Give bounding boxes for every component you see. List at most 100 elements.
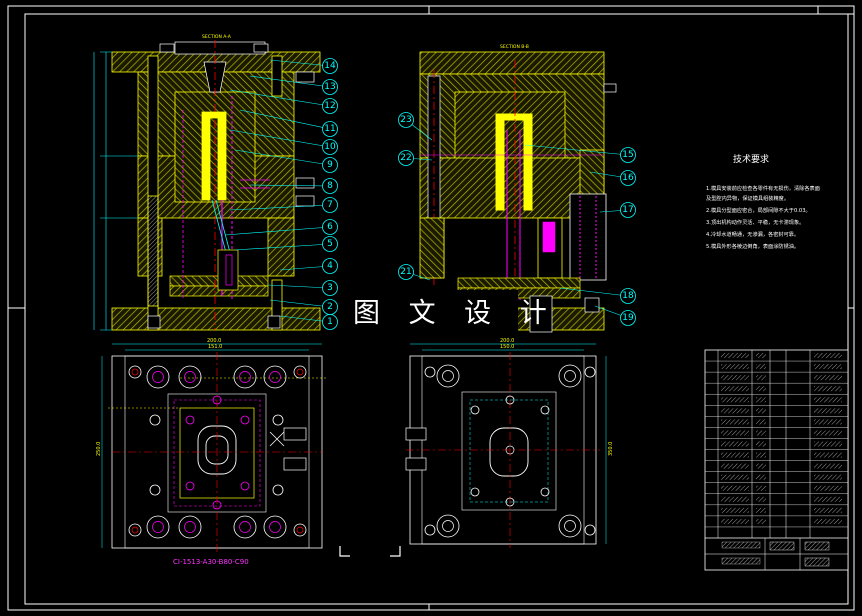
hole-inner (131, 368, 139, 376)
tech-line-3: 2.模具分型面应密合，局部间隙不大于0.03。 (706, 206, 811, 214)
title-block-cell (721, 419, 749, 425)
leader-line (279, 315, 331, 323)
hole (293, 523, 307, 537)
title-block-cell (814, 463, 842, 469)
hole-inner (152, 521, 164, 533)
title-block-cell (721, 364, 749, 370)
balloon-circle (322, 197, 338, 213)
tech-line-4: 3.顶出机构动作灵活、平稳，无卡滞现象。 (706, 218, 804, 226)
title-block-cell (814, 353, 842, 359)
leader-line (269, 59, 331, 67)
title-block-cell (721, 518, 749, 524)
title-block-cell (814, 375, 842, 381)
balloon-1: 1 (327, 317, 333, 327)
hole (185, 415, 195, 425)
balloon-5: 5 (327, 239, 333, 249)
balloon-circle (322, 157, 338, 173)
title-block-cell (721, 463, 749, 469)
watermark: 图 文 设 计 (353, 298, 557, 329)
title-block-cell (814, 419, 842, 425)
balloon-6: 6 (327, 222, 333, 232)
part-number: CI-1513-A30-B80-C90 (173, 558, 249, 566)
balloon-circle (322, 236, 338, 252)
leader-line (229, 204, 331, 211)
balloon-7: 7 (327, 200, 333, 210)
dim-plan-right-side: 350.0 (608, 442, 614, 456)
balloon-11: 11 (324, 124, 335, 134)
title-block-cell (721, 485, 749, 491)
balloon-13: 13 (324, 82, 335, 92)
leader-line (249, 184, 331, 187)
balloon-18: 18 (622, 291, 634, 301)
hole (558, 514, 582, 538)
leader-line (279, 265, 331, 271)
balloon-circle (620, 202, 636, 218)
title-block-cell (814, 364, 842, 370)
title-block-cell (756, 408, 766, 414)
hole (424, 366, 436, 378)
balloon-23: 23 (400, 115, 411, 125)
hole (470, 405, 480, 415)
title-block-cell (756, 452, 766, 458)
hole-inner (131, 526, 139, 534)
sheet-border (7, 5, 855, 611)
leader-line (559, 287, 629, 297)
title-block-cell (814, 441, 842, 447)
title-block-cell (721, 353, 749, 359)
hole (293, 365, 307, 379)
hole (584, 366, 596, 378)
title-block-cell (814, 507, 842, 513)
plan-right-holes (424, 364, 596, 538)
balloon-2: 2 (327, 302, 333, 312)
title-block-cell (756, 507, 766, 513)
hole (212, 500, 222, 510)
title-block-cell (721, 397, 749, 403)
tech-line-5: 4.冷却水道畅通，无渗漏，各密封可靠。 (706, 230, 799, 238)
title-block-cell (756, 496, 766, 502)
balloon-circle (322, 58, 338, 74)
balloon-circle (620, 288, 636, 304)
section-view-a: SECTION A-A (93, 34, 321, 331)
leader-line (249, 75, 331, 88)
plan-view-left: CI-1513-A30-B80-C90 200.0 151.0 250.0 (96, 338, 326, 566)
balloon-circle (322, 280, 338, 296)
balloon-22: 22 (400, 153, 411, 163)
hole (540, 487, 550, 497)
title-block-cell (814, 474, 842, 480)
hole-inner (239, 371, 251, 383)
hole (149, 484, 161, 496)
hole (436, 514, 460, 538)
balloon-circle (322, 79, 338, 95)
tech-requirements: 技术要求 1.模具安装前应检查各零件有无损伤，清除各表面 及型腔内异物，保证模具… (706, 153, 820, 250)
title-block-cell (721, 375, 749, 381)
hole (240, 481, 250, 491)
leader-line (234, 243, 331, 251)
hole (185, 481, 195, 491)
hole-inner (184, 371, 196, 383)
balloon-12: 12 (324, 101, 335, 111)
balloon-14: 14 (324, 61, 336, 71)
title-block-cell (756, 419, 766, 425)
title-block-cell (756, 364, 766, 370)
title-block-cell (814, 430, 842, 436)
title-block-cell (756, 518, 766, 524)
hole (233, 515, 257, 539)
dim-plan-right-inner: 150.0 (500, 344, 514, 350)
balloon-circle (398, 112, 414, 128)
hole (128, 523, 142, 537)
title-block-cell (814, 452, 842, 458)
leader-line (267, 284, 331, 289)
hole (436, 364, 460, 388)
plan-view-right: 200.0 150.0 350.0 (339, 338, 614, 557)
balloon-circle (398, 150, 414, 166)
title-block-cell (721, 430, 749, 436)
hole-inner (296, 368, 304, 376)
hole (505, 395, 515, 405)
hole (584, 524, 596, 536)
balloon-9: 9 (327, 160, 333, 170)
hole-inner (442, 520, 454, 532)
title-block (704, 349, 849, 571)
hole (558, 364, 582, 388)
balloon-circle (620, 170, 636, 186)
